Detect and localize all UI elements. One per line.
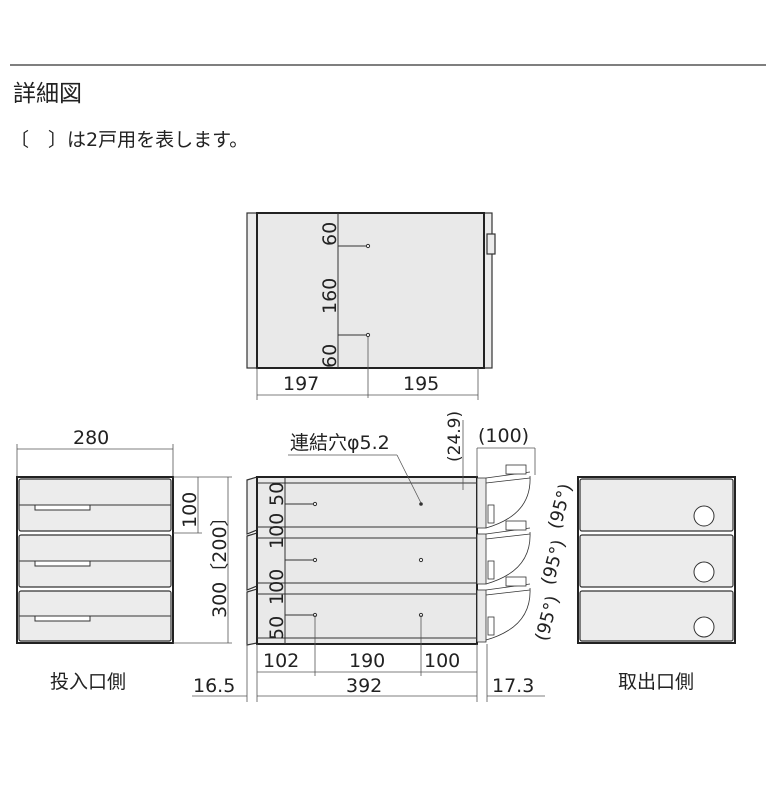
dim-195: 195 [403,373,439,395]
takeout-side-label: 取出口側 [618,671,694,693]
dim-16-5: 16.5 [193,675,235,697]
hole-label: 連結穴φ5.2 [290,432,390,454]
takeout-side-view: 取出口側 [577,476,736,693]
dim-300-200: 300〔200〕 [209,507,231,618]
door-lock-icon [693,561,715,583]
knob-icon [486,233,496,255]
dim-top-160: 160 [319,278,341,314]
dim-100: 100 [424,650,460,672]
page-title: 詳細図 [13,81,82,107]
dim-392: 392 [346,675,382,697]
top-view: 60 160 60 197 195 [246,212,496,400]
dim-102: 102 [263,650,299,672]
dim-top-60-upper: 60 [319,222,341,246]
dim-17-3: 17.3 [492,675,534,697]
insert-side-view: 280 100 300〔200〕 投入口側 [16,427,232,693]
dim-front-100-a: 100 [266,513,288,549]
dim-100-open: (100) [478,425,529,447]
angle-label-3: (95°) [532,593,564,643]
dim-front-100-b: 100 [266,569,288,605]
dim-190: 190 [349,650,385,672]
angle-label-2: (95°) [538,537,570,587]
front-view: 50 100 100 50 連結穴φ5.2 (24.9) (100) [192,411,577,702]
dim-unit-100: 100 [179,492,201,528]
door-lock-icon [693,616,715,638]
insert-side-label: 投入口側 [50,671,126,693]
dim-front-50-bottom: 50 [266,616,288,640]
dim-front-50-top: 50 [266,482,288,506]
note-text: 〔 〕は2戸用を表します。 [10,129,248,151]
dim-197: 197 [283,373,319,395]
door-lock-icon [693,505,715,527]
angle-label-1: (95°) [545,481,577,531]
dim-280: 280 [73,427,109,449]
dim-24-9: (24.9) [445,411,465,462]
dim-top-60-lower: 60 [319,344,341,368]
